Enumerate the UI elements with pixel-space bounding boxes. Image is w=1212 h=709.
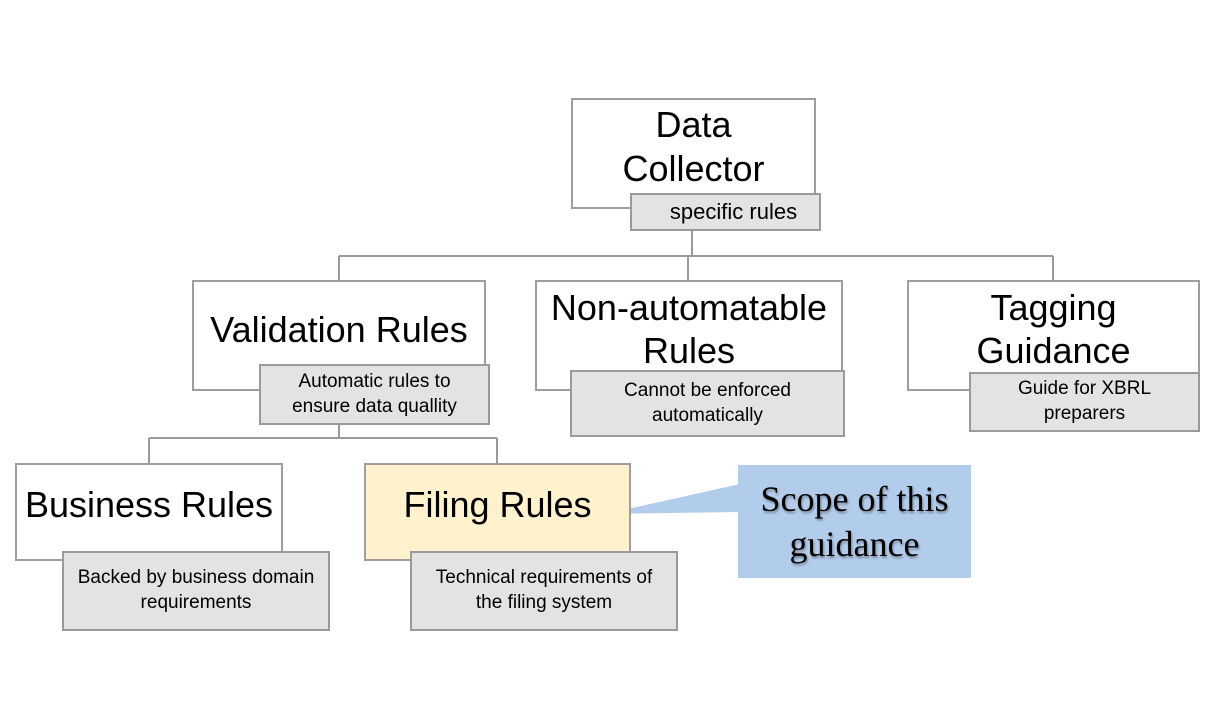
scope-callout-text: Scope of this guidance xyxy=(760,478,949,564)
validation-rules-title: Validation Rules xyxy=(210,308,468,350)
scope-callout: Scope of this guidance xyxy=(738,465,971,578)
business-rules-title: Business Rules xyxy=(24,484,274,526)
business-rules-node: Business Rules xyxy=(15,463,283,561)
filing-rules-node: Filing Rules xyxy=(364,463,631,561)
tagging-guidance-note: Guide for XBRL preparers xyxy=(969,372,1200,432)
filing-rules-title: Filing Rules xyxy=(403,484,592,526)
tagging-guidance-title: Tagging Guidance xyxy=(976,287,1131,372)
business-rules-note: Backed by business domain requirements xyxy=(62,551,330,631)
non-automatable-rules-note: Cannot be enforced automatically xyxy=(570,370,845,437)
data-collector-node: Data Collector xyxy=(571,98,816,209)
callout-pointer xyxy=(605,484,740,514)
filing-rules-note: Technical requirements of the filing sys… xyxy=(410,551,678,631)
non-automatable-rules-title: Non-automatable Rules xyxy=(550,287,828,372)
data-collector-title: Data Collector xyxy=(622,104,765,189)
validation-rules-note: Automatic rules to ensure data quallity xyxy=(259,364,490,425)
data-collector-note: specific rules xyxy=(630,193,821,231)
